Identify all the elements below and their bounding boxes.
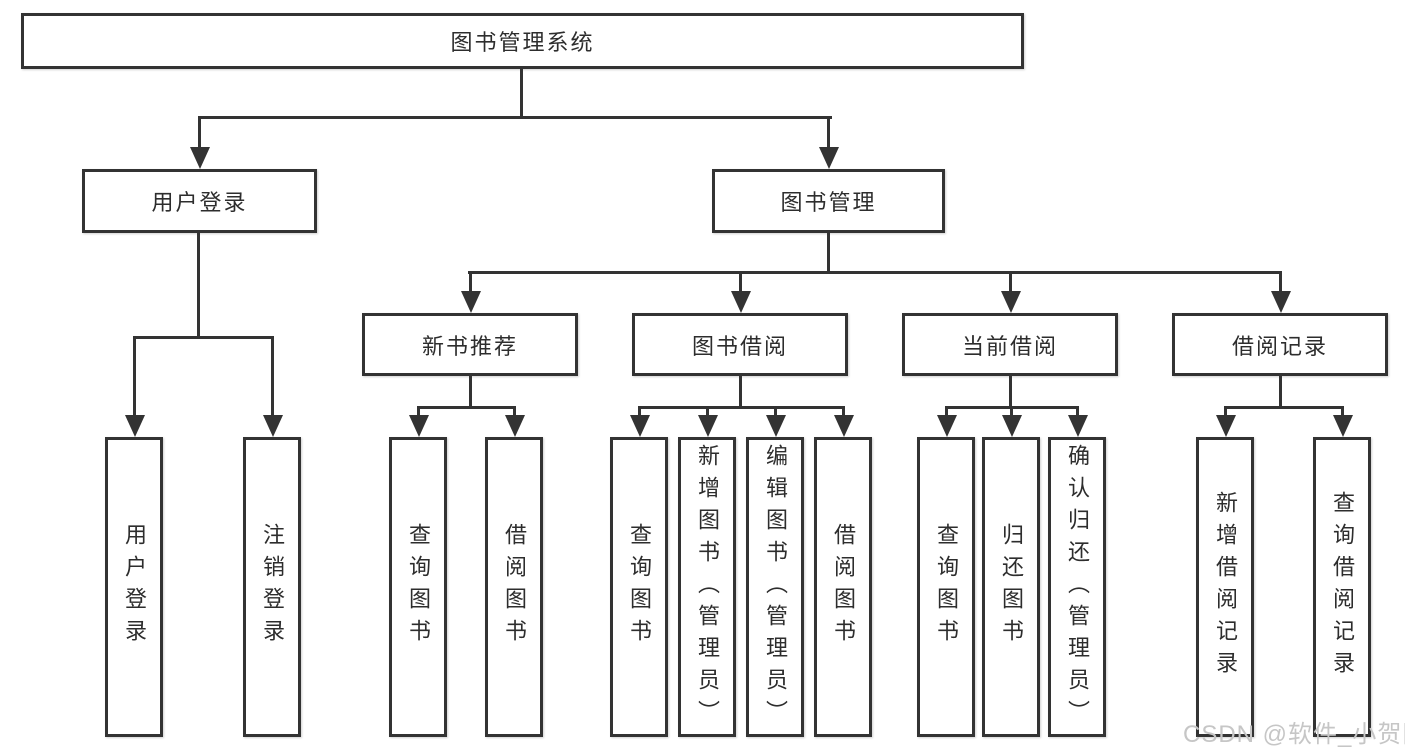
leaf-add-book-admin: 新增图书（管理员） xyxy=(678,437,736,737)
leaf-confirm-return-admin: 确认归还（管理员） xyxy=(1048,437,1106,737)
arrow-down-icon xyxy=(189,116,210,169)
connector-line xyxy=(417,406,516,409)
node-user-login: 用户登录 xyxy=(82,169,317,233)
arrow-down-icon xyxy=(504,406,525,437)
leaf-query-books: 查询图书 xyxy=(917,437,975,737)
node-borrowing-records: 借阅记录 xyxy=(1172,313,1388,376)
node-library-management-system: 图书管理系统 xyxy=(21,13,1024,69)
arrow-down-icon xyxy=(1332,406,1353,437)
connector-line xyxy=(1009,376,1012,409)
connector-line xyxy=(520,69,523,118)
connector-line xyxy=(468,271,1282,274)
leaf-query-borrow-record: 查询借阅记录 xyxy=(1313,437,1371,737)
arrow-down-icon xyxy=(460,271,481,313)
connector-line xyxy=(638,406,845,409)
node-book-borrowing: 图书借阅 xyxy=(632,313,848,376)
leaf-add-borrow-record: 新增借阅记录 xyxy=(1196,437,1254,737)
leaf-query-books: 查询图书 xyxy=(389,437,447,737)
leaf-borrow-books: 借阅图书 xyxy=(485,437,543,737)
arrow-down-icon xyxy=(629,406,650,437)
connector-line xyxy=(1279,376,1282,409)
node-new-book-recommendation: 新书推荐 xyxy=(362,313,578,376)
connector-line xyxy=(133,336,274,339)
arrow-down-icon xyxy=(730,271,751,313)
connector-line xyxy=(469,376,472,409)
arrow-down-icon xyxy=(408,406,429,437)
connector-line xyxy=(197,233,200,338)
leaf-user-login: 用户登录 xyxy=(105,437,163,737)
arrow-down-icon xyxy=(936,406,957,437)
connector-line xyxy=(739,376,742,409)
arrow-down-icon xyxy=(262,336,283,437)
node-current-borrowing: 当前借阅 xyxy=(902,313,1118,376)
arrow-down-icon xyxy=(1000,271,1021,313)
arrow-down-icon xyxy=(1001,406,1022,437)
arrow-down-icon xyxy=(765,406,786,437)
connector-line xyxy=(827,233,830,273)
connector-line xyxy=(1224,406,1344,409)
arrow-down-icon xyxy=(1067,406,1088,437)
arrow-down-icon xyxy=(697,406,718,437)
node-book-management: 图书管理 xyxy=(712,169,945,233)
leaf-borrow-books: 借阅图书 xyxy=(814,437,872,737)
arrow-down-icon xyxy=(833,406,854,437)
leaf-logout: 注销登录 xyxy=(243,437,301,737)
arrow-down-icon xyxy=(818,116,839,169)
leaf-query-books: 查询图书 xyxy=(610,437,668,737)
watermark: CSDN @软件_小贺同学 xyxy=(1183,721,1405,747)
connector-line xyxy=(198,116,832,119)
arrow-down-icon xyxy=(124,336,145,437)
leaf-return-book: 归还图书 xyxy=(982,437,1040,737)
leaf-edit-book-admin: 编辑图书（管理员） xyxy=(746,437,804,737)
arrow-down-icon xyxy=(1270,271,1291,313)
arrow-down-icon xyxy=(1215,406,1236,437)
